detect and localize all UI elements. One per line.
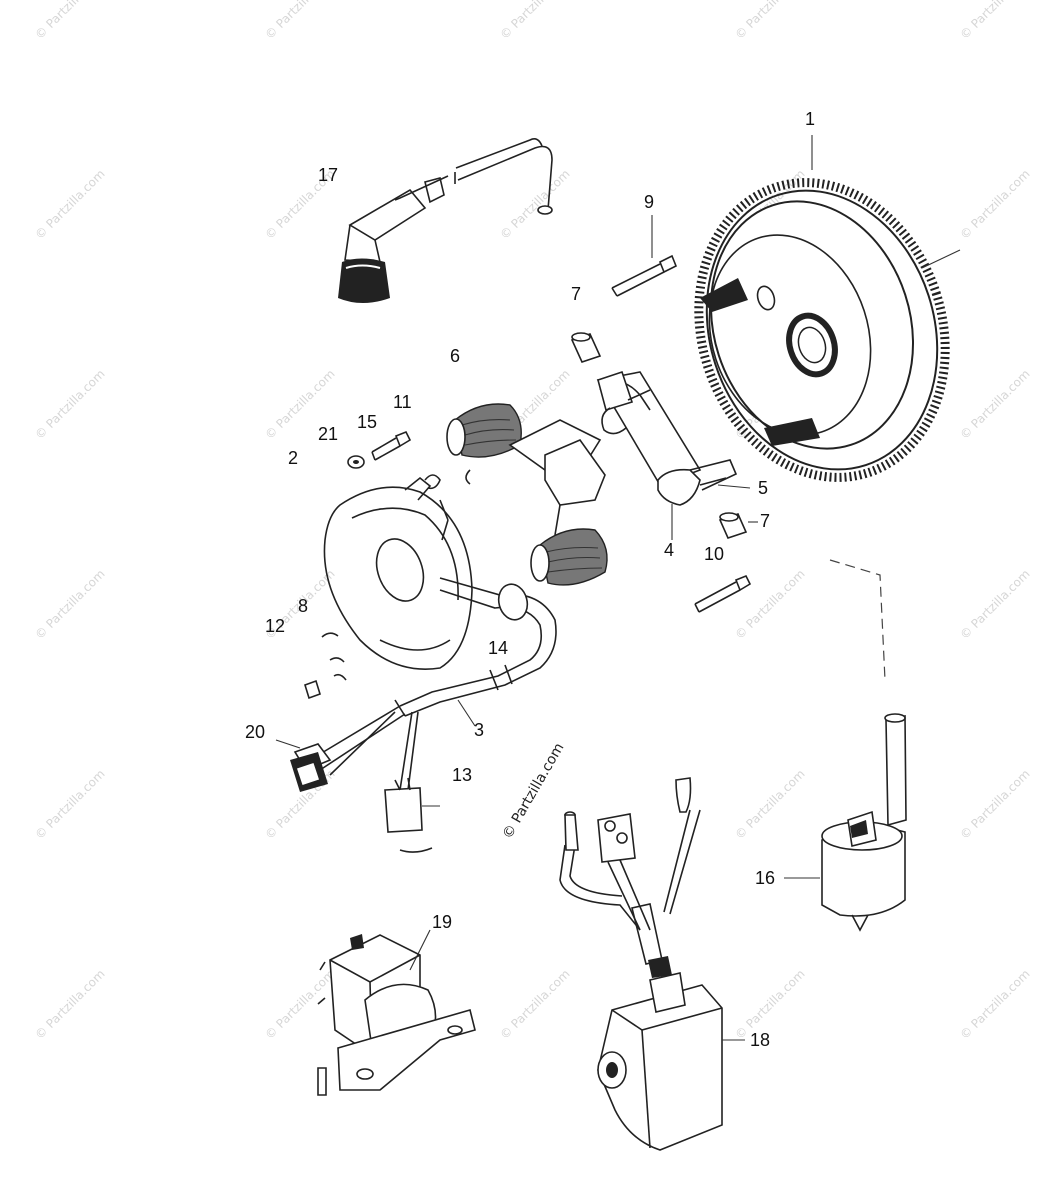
watermark: © Partzilla.com (32, 367, 107, 442)
callout-21: 21 (318, 424, 338, 444)
callout-1: 1 (805, 109, 815, 129)
callout-7-bottom: 7 (760, 511, 770, 531)
part-17-spark-plug-cap (338, 138, 553, 303)
callout-13: 13 (452, 765, 472, 785)
part-2-stator-plate (323, 474, 473, 670)
watermark: © Partzilla.com (32, 0, 107, 42)
watermark: © Partzilla.com (497, 0, 572, 42)
watermark: © Partzilla.com (32, 967, 107, 1042)
watermark: © Partzilla.com (262, 0, 337, 42)
callout-20: 20 (245, 722, 265, 742)
callout-12: 12 (265, 616, 285, 636)
watermark: © Partzilla.com (32, 767, 107, 842)
watermark: © Partzilla.com (32, 167, 107, 242)
part-1-flywheel (694, 135, 961, 482)
watermark: © Partzilla.com (262, 967, 337, 1042)
watermark: © Partzilla.com (957, 0, 1032, 42)
part-19-solenoid (317, 929, 476, 1096)
callout-2: 2 (288, 448, 298, 468)
part-10-bolt (694, 574, 752, 613)
part-13-connector (384, 777, 440, 853)
callout-15: 15 (357, 412, 377, 432)
part-9-bolt (611, 215, 678, 297)
part-14-grommet (399, 577, 557, 717)
callout-7-top: 7 (571, 284, 581, 304)
part-8-screw (321, 632, 347, 681)
callout-9: 9 (644, 192, 654, 212)
part-7-spacer-top (570, 332, 602, 363)
callout-3: 3 (474, 720, 484, 740)
callout-4: 4 (664, 540, 674, 560)
part-20-connector (275, 739, 332, 792)
watermark: © Partzilla.com (497, 967, 572, 1042)
callout-16: 16 (755, 868, 775, 888)
callout-17: 17 (318, 165, 338, 185)
part-21-washer (347, 455, 365, 469)
part-6-stator (446, 381, 651, 586)
part-7-spacer-bottom (718, 512, 758, 539)
callout-8: 8 (298, 596, 308, 616)
callout-14: 14 (488, 638, 508, 658)
watermark: © Partzilla.com (957, 167, 1032, 242)
part-12-screw (304, 679, 321, 700)
callout-5: 5 (758, 478, 768, 498)
part-3-harness (309, 699, 476, 791)
watermark: © Partzilla.com (957, 967, 1032, 1042)
callout-10: 10 (704, 544, 724, 564)
watermark: © Partzilla.com (957, 367, 1032, 442)
watermark: © Partzilla.com (732, 0, 807, 42)
watermark: © Partzilla.com (957, 567, 1032, 642)
watermark: © Partzilla.com (497, 167, 572, 242)
watermark: © Partzilla.com (957, 767, 1032, 842)
watermark: © Partzilla.com (732, 767, 807, 842)
part-4-pulser-coil (596, 370, 751, 540)
callout-6: 6 (450, 346, 460, 366)
center-watermark: © Partzilla.com (500, 740, 568, 842)
callout-11: 11 (393, 392, 412, 412)
part-18-cdi-box (559, 777, 745, 1151)
part-15-screw (371, 430, 412, 461)
callouts: 1 2 3 4 5 6 7 7 8 9 10 11 12 13 14 15 16… (245, 109, 815, 1050)
callout-19: 19 (432, 912, 452, 932)
callout-18: 18 (750, 1030, 770, 1050)
watermark: © Partzilla.com (32, 567, 107, 642)
part-16-ignition-coil (784, 559, 907, 932)
